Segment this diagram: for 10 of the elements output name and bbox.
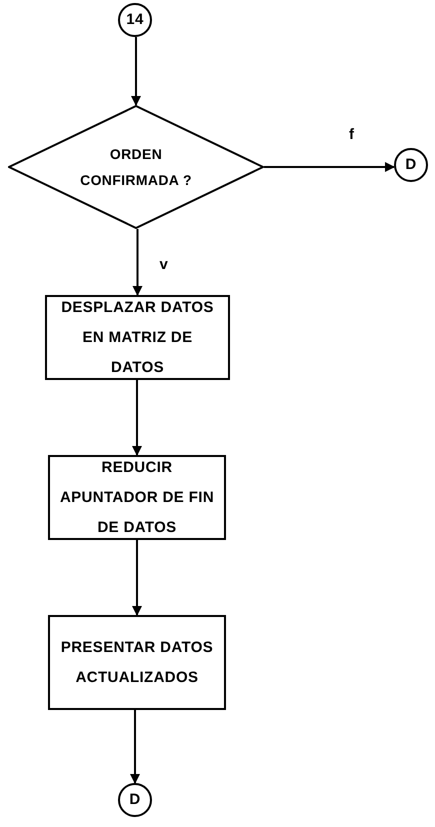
arrow [130, 710, 140, 784]
process-box: DESPLAZAR DATOS EN MATRIZ DE DATOS [45, 295, 230, 380]
arrow [132, 229, 142, 296]
process-box: REDUCIR APUNTADOR DE FIN DE DATOS [48, 455, 226, 540]
arrow [264, 162, 395, 172]
decision-diamond: ORDEN CONFIRMADA ? [8, 105, 264, 229]
arrow [132, 540, 142, 616]
arrow [131, 37, 141, 106]
process-box: PRESENTAR DATOS ACTUALIZADOS [48, 615, 226, 710]
arrow [132, 380, 142, 456]
